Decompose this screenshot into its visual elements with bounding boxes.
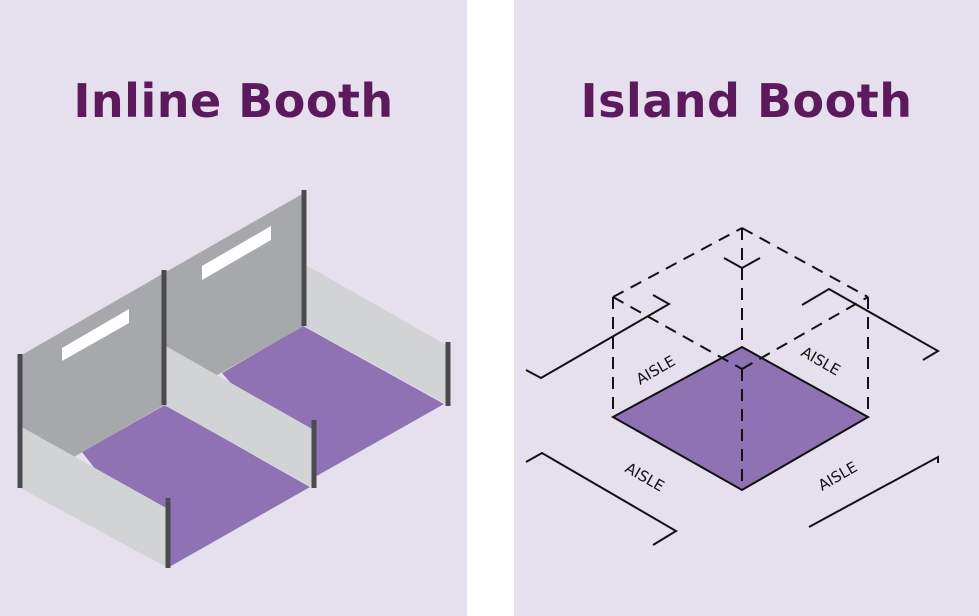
aisle-border-top-left bbox=[525, 294, 672, 380]
aisle-label-bottom-right: AISLE bbox=[815, 458, 860, 495]
aisle-border-bottom-left bbox=[525, 451, 678, 546]
aisle-label-bottom-left: AISLE bbox=[622, 459, 667, 496]
island-booth-title: Island Booth bbox=[580, 74, 913, 128]
booth-floor-2 bbox=[222, 326, 444, 478]
light-strip-2 bbox=[202, 226, 271, 280]
aisle-border-bottom-right bbox=[808, 455, 939, 528]
volume-edge bbox=[612, 296, 743, 370]
inline-booth-title: Inline Booth bbox=[73, 74, 394, 128]
center-marker bbox=[723, 257, 761, 270]
front-side-wall bbox=[20, 426, 168, 568]
island-booth-illustration: AISLE AISLE AISLE AISLE bbox=[525, 227, 940, 546]
back-wall-1 bbox=[20, 273, 164, 488]
booth-floor-1 bbox=[82, 405, 310, 566]
light-strip-1 bbox=[62, 309, 129, 361]
back-wall-2 bbox=[164, 193, 304, 405]
island-booth-panel: Island Booth AISLE AISL bbox=[514, 0, 979, 616]
side-wall-right bbox=[304, 264, 448, 405]
aisle-label-top-right: AISLE bbox=[798, 343, 843, 380]
aisle-border-top-right bbox=[801, 287, 940, 361]
volume-edge bbox=[741, 296, 869, 370]
inline-booth-panel: Inline Booth bbox=[0, 0, 467, 616]
volume-edge bbox=[612, 227, 743, 298]
aisle-label-top-left: AISLE bbox=[633, 352, 678, 389]
divider-wall bbox=[164, 345, 314, 488]
volume-edge bbox=[741, 227, 869, 298]
inline-booth-illustration bbox=[17, 190, 451, 568]
